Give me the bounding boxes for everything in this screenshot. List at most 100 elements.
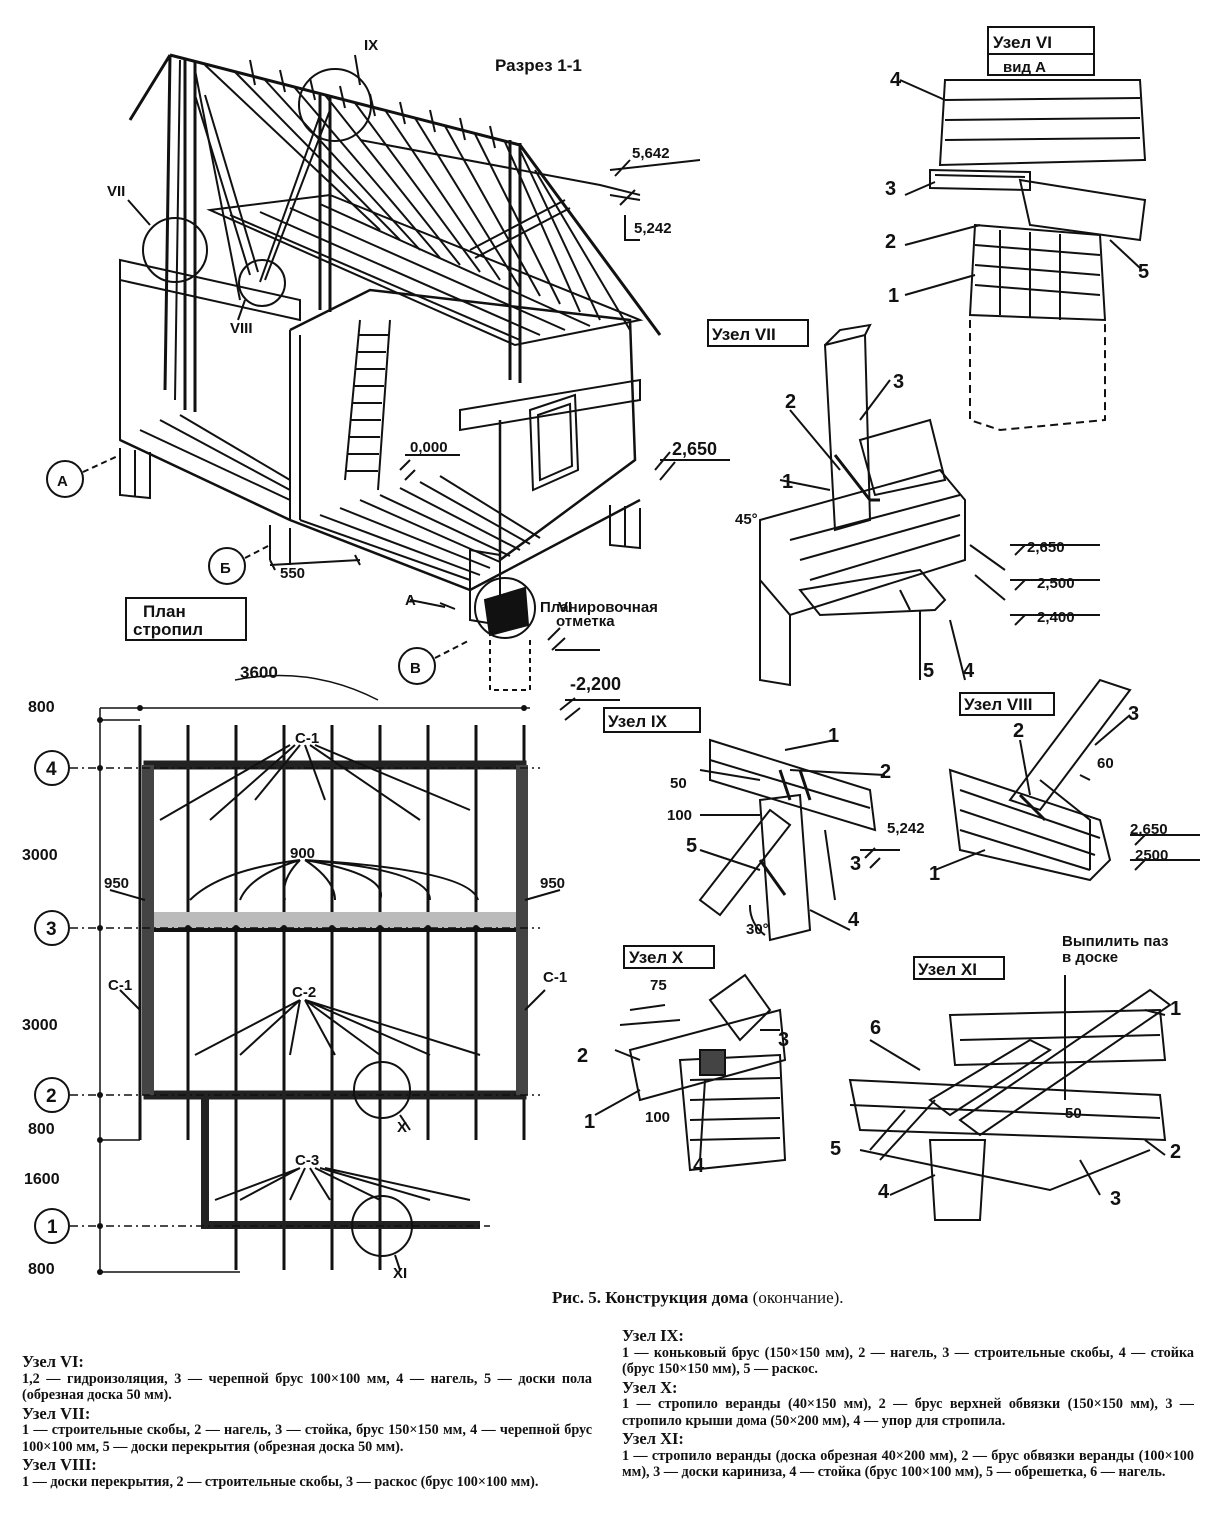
plan-dim-total: 3600	[240, 663, 278, 682]
node-vi-label-5: 5	[1138, 261, 1149, 283]
figure-caption: Рис. 5. Конструкция дома (окончание).	[552, 1288, 844, 1308]
legend-text: 1 — стропило веранды (40×150 мм), 2 — бр…	[622, 1396, 1194, 1429]
roman-ix: IX	[364, 37, 378, 54]
node-ix-title: Узел IX	[608, 712, 668, 731]
node-vi-label-2: 2	[885, 231, 896, 253]
node-viii-dim-60: 60	[1097, 755, 1114, 772]
node-vi-label-4: 4	[890, 69, 902, 91]
plan-axis-2: 2	[46, 1086, 57, 1107]
node-vii-title: Узел VII	[712, 325, 776, 344]
node-x-label-2: 2	[577, 1045, 588, 1067]
node-viii-label-3: 3	[1128, 703, 1139, 725]
node-vii-label-3: 3	[893, 371, 904, 393]
node-vii-elev-2500: 2,500	[1037, 575, 1075, 592]
node-viii-label-2: 2	[1013, 720, 1024, 742]
node-ix-label-5: 5	[686, 835, 697, 857]
node-viii-label-1: 1	[929, 863, 940, 885]
elev-zero: 0,000	[410, 439, 448, 456]
elev-ridge: 5,242	[634, 220, 672, 237]
legend-text: 1 — стропило веранды (доска обрезная 40×…	[622, 1447, 1194, 1481]
caption-normal: (окончание).	[748, 1288, 844, 1307]
node-viii-elev-2500: 2500	[1135, 847, 1168, 864]
node-ix-dim-50: 50	[670, 775, 687, 792]
node-xi-drawing	[848, 956, 1172, 1221]
node-vii-angle: 45°	[735, 511, 758, 528]
plan-dim-800-top: 800	[28, 699, 55, 716]
node-vi-title: Узел VI	[993, 33, 1052, 52]
plan-dim-3000-b: 3000	[22, 1017, 58, 1034]
roman-vii: VII	[107, 183, 125, 200]
plan-roman-xi: XI	[393, 1265, 407, 1282]
node-x-drawing	[594, 945, 787, 1172]
elev-foot: -2,200	[570, 674, 621, 694]
plan-dim-800-bottom: 800	[28, 1261, 55, 1278]
cut-groove-1: Выпилить паз	[1062, 933, 1168, 950]
node-x-label-4: 4	[693, 1155, 705, 1177]
axis-b: Б	[220, 560, 231, 577]
plan-dim-950-left: 950	[104, 875, 129, 892]
plan-axis-3: 3	[46, 919, 57, 940]
node-ix-label-4: 4	[848, 909, 860, 931]
node-vii-label-5: 5	[923, 660, 934, 682]
legend-right: Узел IX: 1 — коньковый брус (150×150 мм)…	[622, 1326, 1194, 1481]
cut-groove-2: в доске	[1062, 949, 1118, 966]
node-vi-label-3: 3	[885, 178, 896, 200]
node-xi-label-2: 2	[1170, 1141, 1181, 1163]
legend-text: 1 — коньковый брус (150×150 мм), 2 — наг…	[622, 1344, 1194, 1378]
node-ix-drawing	[603, 707, 900, 942]
plan-axis-4: 4	[46, 759, 57, 780]
node-ix-label-3: 3	[850, 853, 861, 875]
node-vii-label-2: 2	[785, 391, 796, 413]
legend-heading: Узел VI:	[22, 1352, 84, 1371]
node-ix-dim-100: 100	[667, 807, 692, 824]
plan-dim-950-right: 950	[540, 875, 565, 892]
node-xi-title: Узел XI	[918, 960, 977, 979]
plan-c1-right: С-1	[543, 969, 567, 986]
legend-heading: Узел VII:	[22, 1403, 91, 1423]
node-vii-drawing	[707, 319, 1100, 687]
legend-heading: Узел VIII:	[22, 1455, 97, 1474]
node-xi-dim-50: 50	[1065, 1105, 1082, 1122]
elev-floor2: 2,650	[672, 439, 717, 459]
legend-heading: Узел XI:	[622, 1429, 684, 1448]
node-vi-label-1: 1	[888, 285, 899, 307]
node-ix-label-2: 2	[880, 761, 891, 783]
legend-text: 1,2 — гидроизоляция, 3 — черепной брус 1…	[22, 1370, 592, 1404]
construction-drawing: Разрез 1-1 IX VII VIII VI А Б В А 5,642 …	[22, 26, 1200, 1282]
node-viii-drawing	[934, 678, 1200, 882]
node-viii-title: Узел VIII	[964, 695, 1032, 714]
node-xi-label-5: 5	[830, 1138, 841, 1160]
caption-bold: Рис. 5. Конструкция дома	[552, 1288, 749, 1307]
legend-heading: Узел IX:	[622, 1326, 684, 1345]
legend-text: 1 — доски перекрытия, 2 — строительные с…	[22, 1473, 539, 1490]
node-vii-label-1: 1	[782, 471, 793, 493]
plan-dim-3000-a: 3000	[22, 847, 58, 864]
plan-dim-800-mid: 800	[28, 1121, 55, 1138]
node-xi-label-1: 1	[1170, 998, 1181, 1020]
node-x-label-1: 1	[584, 1111, 595, 1133]
node-ix-angle: 30°	[746, 921, 769, 938]
node-x-title: Узел X	[629, 948, 684, 967]
node-vii-elev-2650: 2,650	[1027, 539, 1065, 556]
section-drawing	[46, 53, 730, 721]
plan-c1-left: С-1	[108, 977, 132, 994]
node-vii-label-4: 4	[963, 660, 975, 682]
elev-ridge-top: 5,642	[632, 145, 670, 162]
plan-axis-1: 1	[47, 1217, 58, 1238]
node-vii-elev-2400: 2,400	[1037, 609, 1075, 626]
plan-c1-top: С-1	[295, 730, 319, 747]
plan-roman-x: X	[397, 1119, 407, 1136]
node-vi-view: вид А	[1003, 59, 1046, 76]
planning-mark-2: отметка	[556, 613, 615, 630]
roman-vi: VI	[558, 599, 572, 616]
roman-viii: VIII	[230, 320, 253, 337]
planning-mark-1: Планировочная	[540, 599, 658, 616]
legend-heading: Узел X:	[622, 1377, 678, 1397]
node-ix-elev: 5,242	[887, 820, 925, 837]
node-viii-elev-2650: 2,650	[1130, 821, 1168, 838]
node-xi-label-3: 3	[1110, 1188, 1121, 1210]
node-xi-label-6: 6	[870, 1017, 881, 1039]
legend-text: 1 — строительные скобы, 2 — нагель, 3 — …	[22, 1422, 592, 1455]
legend-left: Узел VI: 1,2 — гидроизоляция, 3 — черепн…	[22, 1352, 592, 1490]
node-xi-label-4: 4	[878, 1181, 890, 1203]
